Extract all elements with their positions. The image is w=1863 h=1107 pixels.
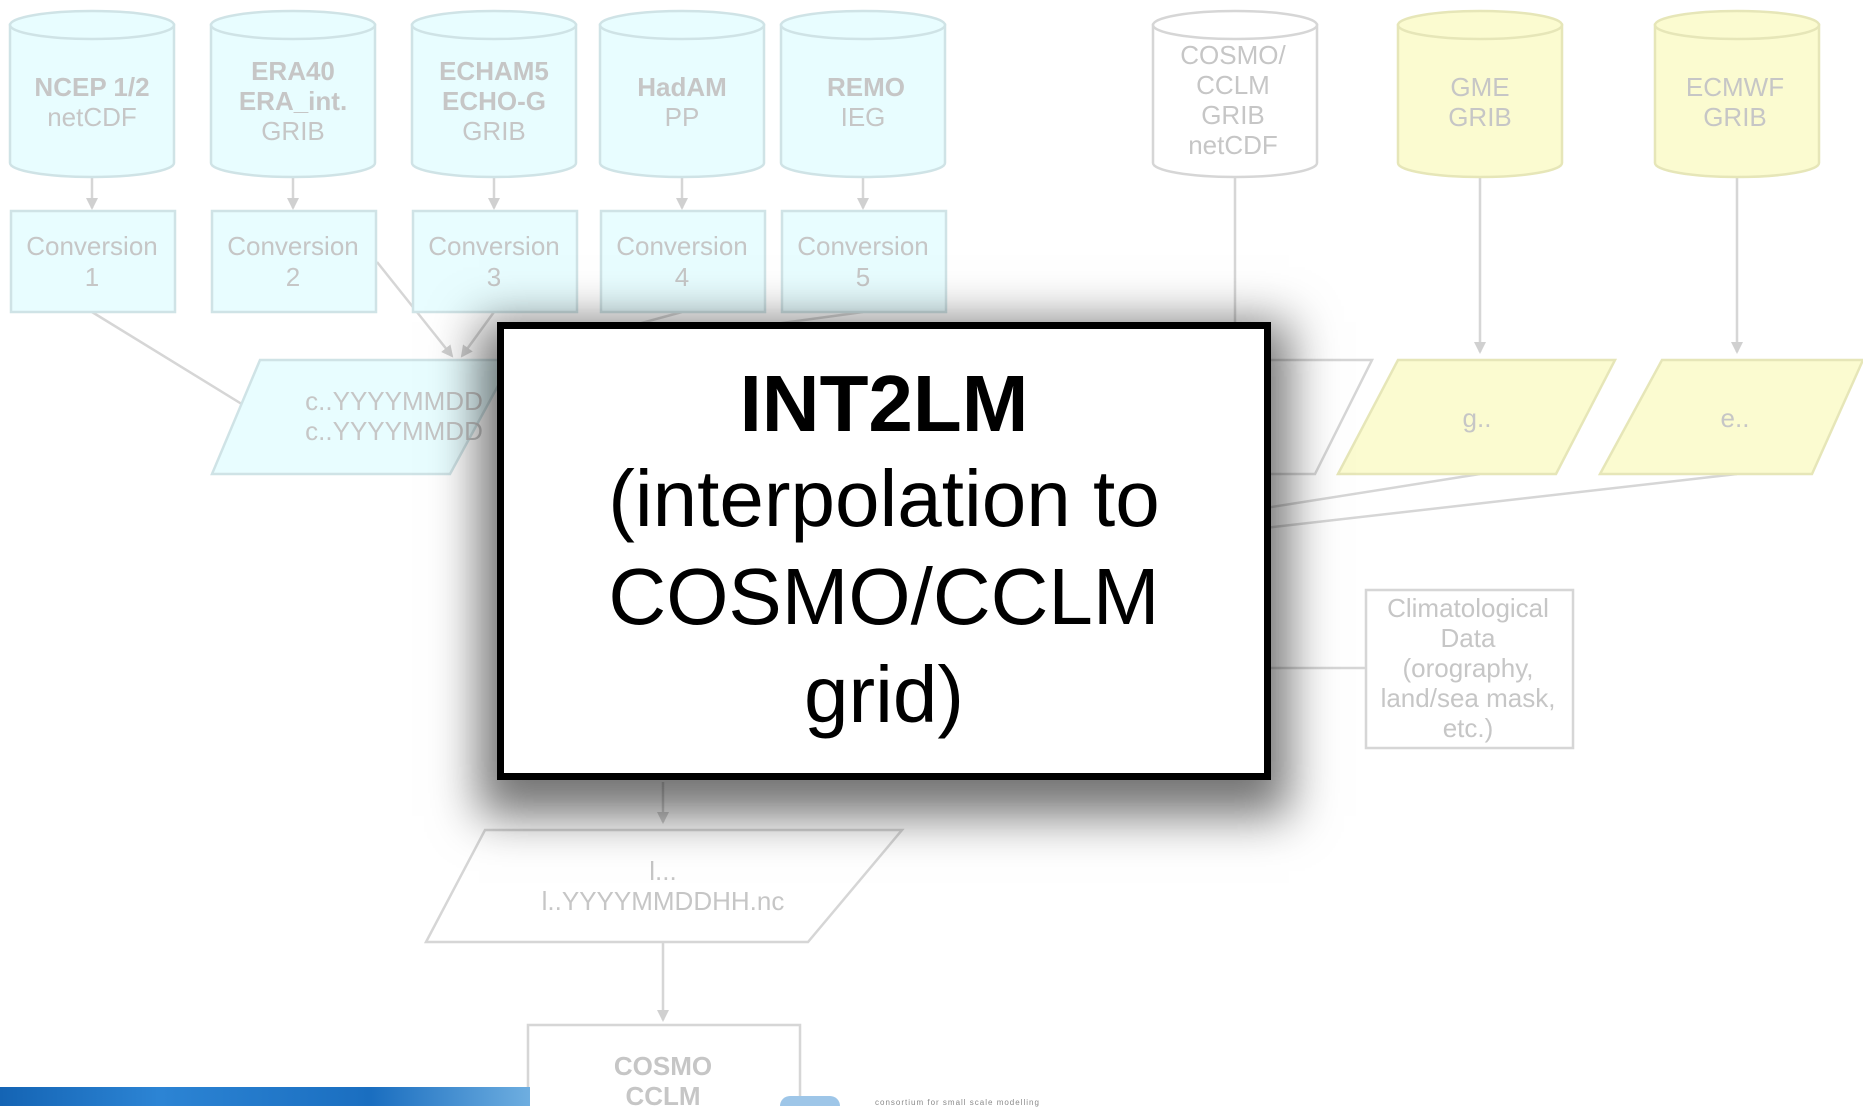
climatological-line5: etc.) (1443, 713, 1494, 743)
ecmwf-file: e.. (1597, 358, 1863, 476)
cosmo-src-name: COSMO/ (1180, 40, 1286, 70)
conversion-4-label: Conversion (616, 231, 748, 261)
source-cylinder-ncep: NCEP 1/2 netCDF (8, 9, 176, 179)
cosmo-src-name-2: CCLM (1196, 70, 1270, 100)
gme-name: GME (1450, 72, 1509, 102)
climatological-data-box: Climatological Data (orography, land/sea… (1364, 588, 1575, 750)
int2lm-title: INT2LM (739, 359, 1029, 448)
lbf-file: l... l..YYYYMMDDHH.nc (423, 828, 905, 944)
conversion-box-1: Conversion 1 (9, 209, 177, 314)
era-name-2: ERA_int. (239, 86, 347, 116)
climatological-line1: Climatological (1387, 593, 1549, 623)
source-cylinder-era: ERA40 ERA_int. GRIB (209, 9, 377, 179)
footer-logo (780, 1096, 840, 1106)
hadam-format: PP (665, 102, 700, 132)
conversion-box-5: Conversion 5 (780, 209, 948, 314)
conversion-3-label: Conversion (428, 231, 560, 261)
caf-file-line1: c..YYYYMMDD (305, 386, 483, 416)
caf-file-line2: c..YYYYMMDD (305, 416, 483, 446)
caf-file: c..YYYYMMDD c..YYYYMMDD (210, 358, 515, 476)
source-cylinder-hadam: HadAM PP (598, 9, 766, 179)
lbf-file-line2: l..YYYYMMDDHH.nc (542, 886, 785, 916)
cosmo-src-format: GRIB (1201, 100, 1265, 130)
conversion-box-4: Conversion 4 (599, 209, 767, 314)
conversion-2-label: Conversion (227, 231, 359, 261)
gme-file-label: g.. (1463, 403, 1492, 433)
source-cylinder-remo: REMO IEG (779, 9, 947, 179)
int2lm-highlight-box: INT2LM (interpolation to COSMO/CCLM grid… (497, 322, 1271, 780)
ecmwf-name: ECMWF (1686, 72, 1784, 102)
line-ecmwf-file-to-int2lm (1264, 472, 1738, 530)
source-cylinder-cosmo: COSMO/ CCLM GRIB netCDF (1151, 9, 1319, 179)
climatological-line4: land/sea mask, (1381, 683, 1556, 713)
conversion-box-3: Conversion 3 (411, 209, 579, 314)
model-line1: COSMO (614, 1051, 712, 1081)
ecmwf-format: GRIB (1703, 102, 1767, 132)
hadam-name: HadAM (637, 72, 727, 102)
source-cylinder-gme: GME GRIB (1396, 9, 1564, 179)
ncep-format: netCDF (47, 102, 137, 132)
echam-format: GRIB (462, 116, 526, 146)
ecmwf-file-label: e.. (1721, 403, 1750, 433)
conversion-box-2: Conversion 2 (210, 209, 378, 314)
int2lm-description: (interpolation to COSMO/CCLM grid) (608, 454, 1160, 739)
model-box: COSMO CCLM (526, 1023, 802, 1106)
echam-name: ECHAM5 (439, 56, 549, 86)
conversion-2-number: 2 (286, 262, 300, 292)
cosmo-src-format-2: netCDF (1188, 130, 1278, 160)
conversion-5-number: 5 (856, 262, 870, 292)
lbf-file-line1: l... (649, 856, 676, 886)
arrow-conv1-to-caf (91, 310, 260, 416)
era-format: GRIB (261, 116, 325, 146)
gme-format: GRIB (1448, 102, 1512, 132)
model-line2: CCLM (625, 1081, 700, 1106)
conversion-1-number: 1 (85, 262, 99, 292)
conversion-3-number: 3 (487, 262, 501, 292)
climatological-line3: (orography, (1402, 653, 1533, 683)
footer-banner-image (0, 1087, 530, 1106)
remo-format: IEG (841, 102, 886, 132)
echam-name-2: ECHO-G (442, 86, 546, 116)
climatological-line2: Data (1441, 623, 1496, 653)
remo-name: REMO (827, 72, 905, 102)
ncep-name: NCEP 1/2 (34, 72, 149, 102)
conversion-4-number: 4 (675, 262, 689, 292)
conversion-5-label: Conversion (797, 231, 929, 261)
conversion-1-label: Conversion (26, 231, 158, 261)
source-cylinder-ecmwf: ECMWF GRIB (1653, 9, 1821, 179)
gme-file: g.. (1335, 358, 1618, 476)
connectors (86, 175, 1743, 1022)
footer-small-text: consortium for small scale modelling (875, 1098, 1040, 1107)
line-gme-file-to-int2lm (1264, 472, 1481, 510)
source-cylinder-echam: ECHAM5 ECHO-G GRIB (410, 9, 578, 179)
arrow-conv3-to-caf (460, 311, 496, 358)
era-name: ERA40 (251, 56, 335, 86)
